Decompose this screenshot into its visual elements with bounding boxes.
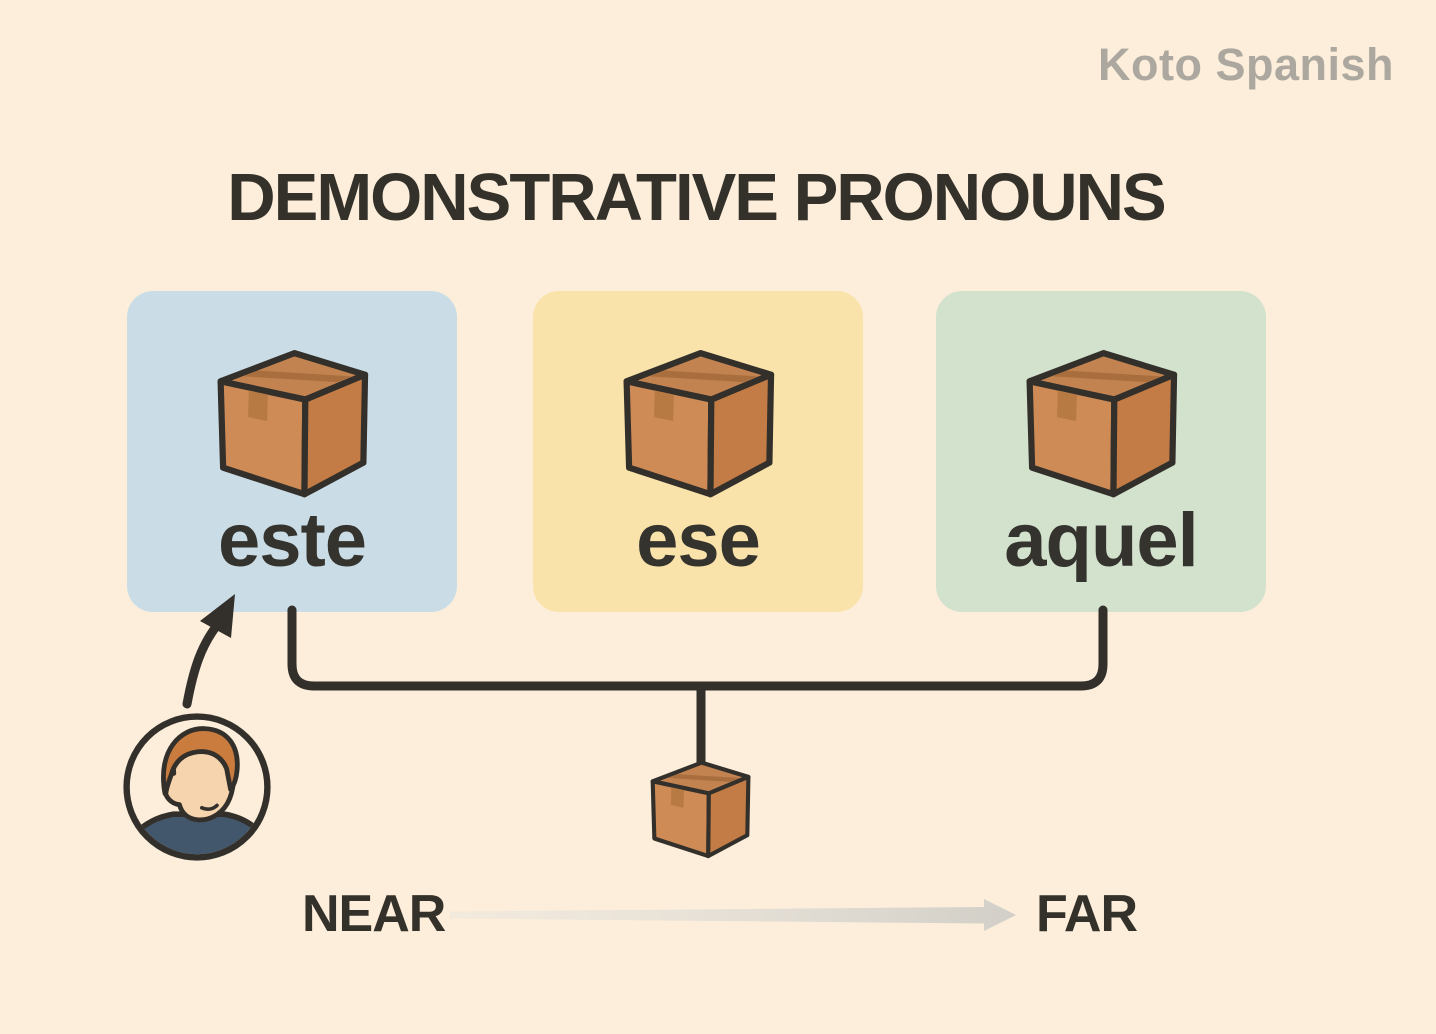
cardboard-box-icon bbox=[1018, 343, 1184, 501]
near-label: NEAR bbox=[302, 885, 446, 943]
person-mouth-line bbox=[200, 803, 219, 811]
brand-logo: Koto Spanish bbox=[1098, 39, 1394, 90]
avatar-circle-outline bbox=[123, 713, 271, 861]
bracket-connector-line bbox=[287, 605, 1108, 691]
cardboard-box-icon bbox=[615, 343, 781, 501]
card-aquel: aquel bbox=[936, 291, 1266, 612]
pronoun-label-aquel: aquel bbox=[1004, 498, 1198, 583]
small-cardboard-box-icon bbox=[653, 763, 749, 857]
person-in-circle-icon bbox=[123, 713, 271, 861]
far-label: FAR bbox=[1036, 885, 1138, 943]
pronoun-label-ese: ese bbox=[636, 498, 761, 583]
page-title: DEMONSTRATIVE PRONOUNS bbox=[227, 160, 1166, 235]
curved-arrow-shaft bbox=[182, 623, 220, 709]
pronoun-label-este: este bbox=[217, 498, 367, 583]
right-gradient-arrow-icon bbox=[450, 899, 1016, 931]
card-este: este bbox=[127, 291, 457, 612]
person-hair bbox=[161, 726, 240, 796]
cardboard-box-icon bbox=[209, 343, 375, 501]
card-ese: ese bbox=[533, 291, 863, 612]
